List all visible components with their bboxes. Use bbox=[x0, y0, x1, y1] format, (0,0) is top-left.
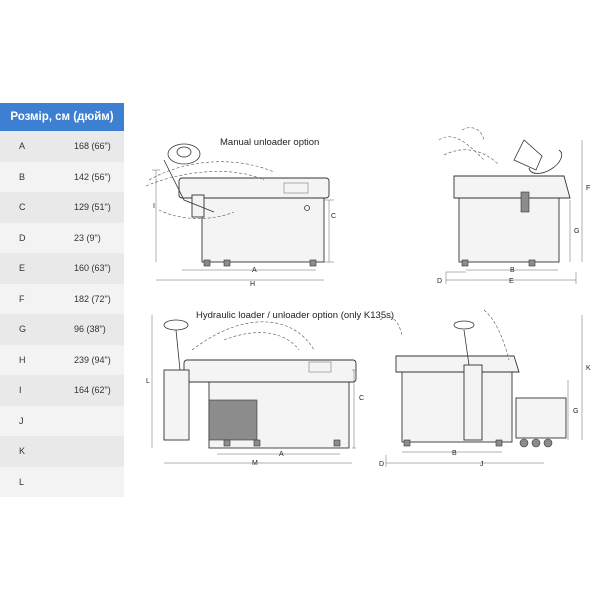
row-value: 142 (56") bbox=[74, 171, 111, 182]
hydraulic-front-view: D J B G K bbox=[379, 309, 591, 468]
dim-label-g-top: G bbox=[574, 228, 579, 235]
row-value: 182 (72") bbox=[74, 293, 111, 304]
table-row: E 160 (63") bbox=[0, 253, 124, 284]
machine-diagram: Manual unloader option Hydraulic loader … bbox=[145, 127, 591, 468]
dim-label-c-bottom: C bbox=[359, 395, 364, 402]
row-value: 239 (94") bbox=[74, 354, 111, 365]
dim-label-g-bottom: G bbox=[573, 408, 578, 415]
row-value: 164 (62") bbox=[74, 385, 111, 395]
row-key: K bbox=[19, 446, 26, 456]
row-key: I bbox=[19, 385, 22, 395]
table-row: G 96 (38") bbox=[0, 314, 124, 345]
dim-label-e-top: E bbox=[509, 278, 514, 285]
row-key: L bbox=[19, 476, 25, 487]
row-key: F bbox=[19, 293, 25, 304]
dim-label-d-top: D bbox=[437, 278, 442, 285]
table-row: K bbox=[0, 436, 124, 467]
table-row: C 129 (51") bbox=[0, 192, 124, 223]
dim-label-l-bottom: L bbox=[146, 378, 150, 385]
dim-label-f-top: F bbox=[586, 185, 590, 192]
row-value: 23 (9") bbox=[74, 232, 101, 243]
row-value: 160 (63") bbox=[74, 263, 111, 273]
dimensions-table: Розмір, см (дюйм) A 168 (66") B 142 (56") C 1… bbox=[0, 103, 124, 497]
hydraulic-side-view: C L A M bbox=[146, 315, 364, 467]
table-row: A 168 (66") bbox=[0, 131, 124, 162]
row-key: H bbox=[19, 354, 26, 365]
row-value: 168 (66") bbox=[74, 141, 111, 151]
table-row: I 164 (62") bbox=[0, 375, 124, 406]
row-key: B bbox=[19, 171, 26, 182]
dim-label-b-top: B bbox=[510, 267, 515, 274]
manual-side-view: C I A H bbox=[145, 143, 336, 288]
row-key: A bbox=[19, 141, 26, 151]
table-row: D 23 (9") bbox=[0, 222, 124, 253]
row-key: G bbox=[19, 324, 27, 334]
row-key: E bbox=[19, 263, 26, 273]
table-row: F 182 (72") bbox=[0, 283, 124, 314]
row-value: 129 (51") bbox=[74, 202, 111, 212]
dim-label-d-bottom: D bbox=[379, 461, 384, 468]
table-row: L bbox=[0, 466, 124, 497]
table-row: J bbox=[0, 405, 124, 436]
caption-manual-unloader: Manual unloader option bbox=[220, 137, 319, 148]
row-key: J bbox=[19, 415, 24, 426]
dim-label-c-top: C bbox=[331, 213, 336, 220]
dim-label-j-bottom: J bbox=[480, 461, 484, 468]
dim-label-m-bottom: M bbox=[252, 460, 258, 467]
row-value: 96 (38") bbox=[74, 324, 106, 334]
dim-label-b-bottom: B bbox=[452, 450, 457, 457]
table-row: H 239 (94") bbox=[0, 344, 124, 375]
dim-label-a-bottom: A bbox=[279, 451, 284, 458]
row-key: D bbox=[19, 232, 26, 243]
dim-label-a-top: A bbox=[252, 267, 257, 274]
manual-front-view: D E B G F bbox=[437, 127, 590, 285]
table-rows: A 168 (66") B 142 (56") C 129 (51") D 23 (9") E 1… bbox=[0, 131, 124, 497]
table-row: B 142 (56") bbox=[0, 161, 124, 192]
caption-hydraulic-loader: Hydraulic loader / unloader option (only… bbox=[196, 310, 394, 321]
row-key: C bbox=[19, 202, 26, 212]
dim-label-h-top: H bbox=[250, 281, 255, 288]
dim-label-i-top: I bbox=[153, 203, 155, 210]
dim-label-k-bottom: K bbox=[586, 365, 591, 372]
table-header: Розмір, см (дюйм) bbox=[0, 103, 124, 131]
